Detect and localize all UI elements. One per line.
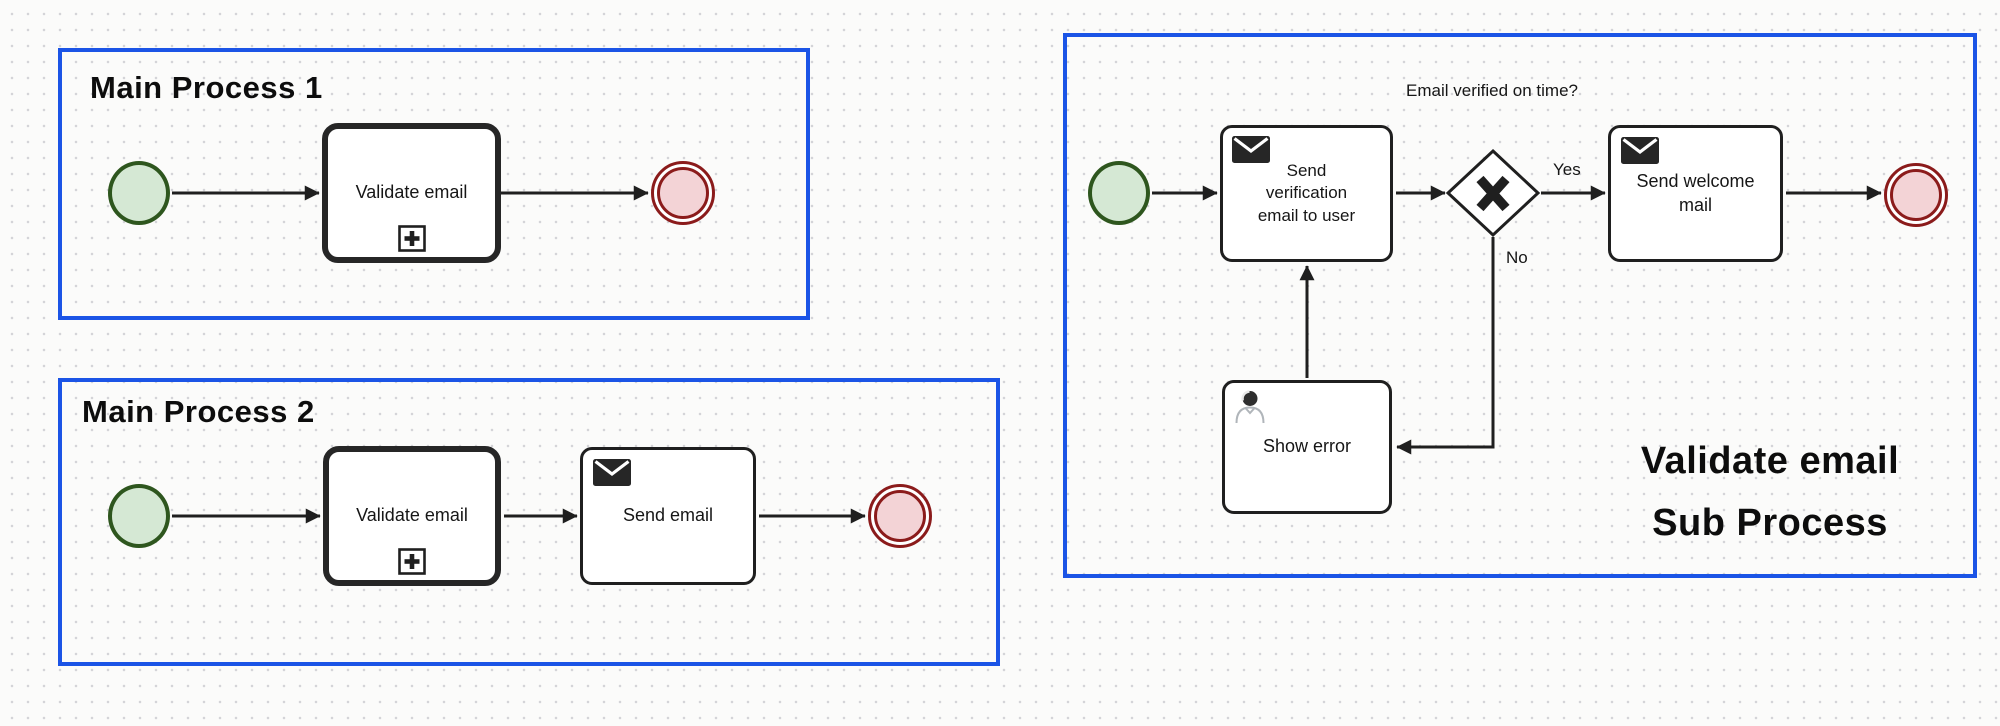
sub-task-send-welcome[interactable]: Send welcome mail bbox=[1608, 125, 1783, 262]
mp1-end-event[interactable] bbox=[651, 161, 715, 225]
sub-start-event[interactable] bbox=[1088, 161, 1150, 225]
sub-end-event[interactable] bbox=[1884, 163, 1948, 227]
subprocess-plus-icon bbox=[397, 225, 426, 252]
sub-task-show-error[interactable]: Show error bbox=[1222, 380, 1392, 514]
flow-label-no: No bbox=[1506, 248, 1528, 267]
task-label: Send welcome mail bbox=[1636, 170, 1755, 215]
subprocess-title-line2: Sub Process bbox=[1652, 502, 1888, 544]
task-label: Send verification email to user bbox=[1257, 160, 1356, 225]
user-icon bbox=[1234, 390, 1266, 431]
task-label: Send email bbox=[622, 505, 714, 526]
mp1-start-event[interactable] bbox=[108, 161, 170, 225]
main-process-1-title: Main Process 1 bbox=[90, 70, 323, 105]
end-event-inner-ring bbox=[657, 167, 709, 219]
flow-label-yes: Yes bbox=[1553, 160, 1581, 179]
mp2-end-event[interactable] bbox=[868, 484, 932, 548]
task-label: Validate email bbox=[355, 182, 468, 203]
mp2-task-validate-email[interactable]: Validate email bbox=[323, 446, 501, 586]
message-icon bbox=[593, 459, 631, 493]
subprocess-title-line1: Validate email bbox=[1640, 440, 1900, 482]
message-icon bbox=[1621, 137, 1659, 171]
gateway-question-label: Email verified on time? bbox=[1406, 81, 1578, 100]
mp1-task-validate-email[interactable]: Validate email bbox=[322, 123, 501, 263]
message-icon bbox=[1232, 136, 1270, 169]
task-label: Validate email bbox=[356, 505, 468, 526]
main-process-2-title: Main Process 2 bbox=[82, 394, 315, 429]
mp2-task-send-email[interactable]: Send email bbox=[580, 447, 756, 585]
subprocess-title: Validate email Sub Process bbox=[1555, 430, 1985, 554]
mp2-start-event[interactable] bbox=[108, 484, 170, 548]
subprocess-plus-icon bbox=[398, 548, 426, 575]
group-main-process-1[interactable] bbox=[58, 48, 810, 320]
group-main-process-2[interactable] bbox=[58, 378, 1000, 666]
end-event-inner-ring bbox=[1890, 169, 1942, 221]
task-label: Show error bbox=[1262, 436, 1352, 457]
sub-task-send-verification[interactable]: Send verification email to user bbox=[1220, 125, 1393, 262]
group-validate-email-subprocess[interactable] bbox=[1063, 33, 1977, 578]
end-event-inner-ring bbox=[874, 490, 926, 542]
